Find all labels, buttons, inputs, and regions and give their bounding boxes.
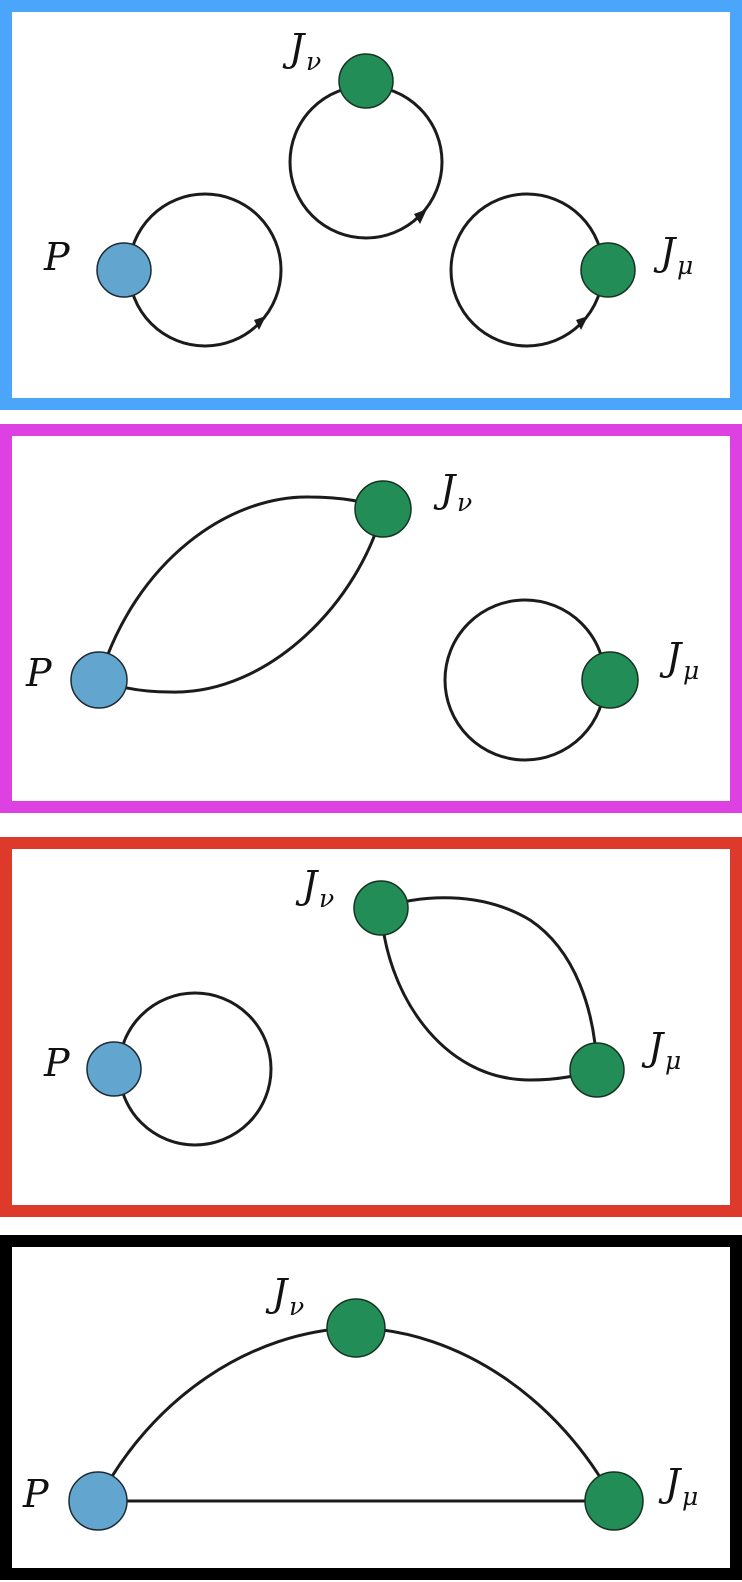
label-jnu-subscript: ν (457, 488, 472, 517)
vertex-jmu (581, 651, 639, 709)
vertex-jnu (353, 880, 409, 936)
loop-p (117, 991, 273, 1147)
label-jmu: J (659, 635, 683, 679)
label-p: P (43, 1041, 71, 1085)
loop-arrow (576, 316, 588, 330)
vertex-jmu (569, 1042, 625, 1098)
vertex-jnu (338, 53, 394, 109)
label-jmu-subscript: μ (665, 1046, 681, 1075)
propagator-upper (380, 896, 599, 1071)
loop-arrow (254, 316, 266, 330)
diagram-panel-fully-connected (0, 1235, 742, 1580)
vertex-p (96, 242, 152, 298)
diagram-2: P J ν J μ (25, 467, 699, 762)
label-p: P (43, 235, 71, 279)
label-jmu: J (641, 1025, 665, 1069)
label-jmu-subscript: μ (683, 656, 699, 685)
label-jnu: J (282, 26, 306, 70)
label-jmu: J (658, 1461, 682, 1505)
vertex-jmu (584, 1471, 644, 1531)
diagram-1: P J ν J μ (43, 26, 693, 348)
label-jnu-subscript: ν (306, 47, 321, 76)
loop-arrow (414, 209, 427, 224)
propagator-lower (379, 907, 598, 1082)
propagator-jnu-jmu (355, 1326, 616, 1502)
propagator-lower (98, 508, 385, 694)
vertex-p (70, 651, 128, 709)
vertex-p (86, 1041, 142, 1097)
loop-jmu (443, 598, 607, 762)
vertex-p (68, 1471, 128, 1531)
label-jmu-subscript: μ (682, 1482, 698, 1511)
label-jnu: J (265, 1271, 289, 1315)
vertex-jmu (580, 242, 636, 298)
label-p: P (22, 1472, 50, 1516)
label-p: P (25, 651, 53, 695)
label-jnu: J (433, 467, 457, 511)
propagator-p-jnu (96, 1326, 357, 1502)
label-jmu: J (653, 230, 677, 274)
propagator-upper (97, 495, 384, 681)
label-jnu: J (295, 863, 319, 907)
label-jnu-subscript: ν (289, 1292, 304, 1321)
label-jnu-subscript: ν (319, 884, 334, 913)
diagram-4: P J ν J μ (22, 1271, 698, 1531)
diagram-3: P J ν J μ (43, 863, 681, 1147)
vertex-jnu (326, 1298, 386, 1358)
vertex-jnu (354, 480, 412, 538)
label-jmu-subscript: μ (677, 251, 693, 280)
